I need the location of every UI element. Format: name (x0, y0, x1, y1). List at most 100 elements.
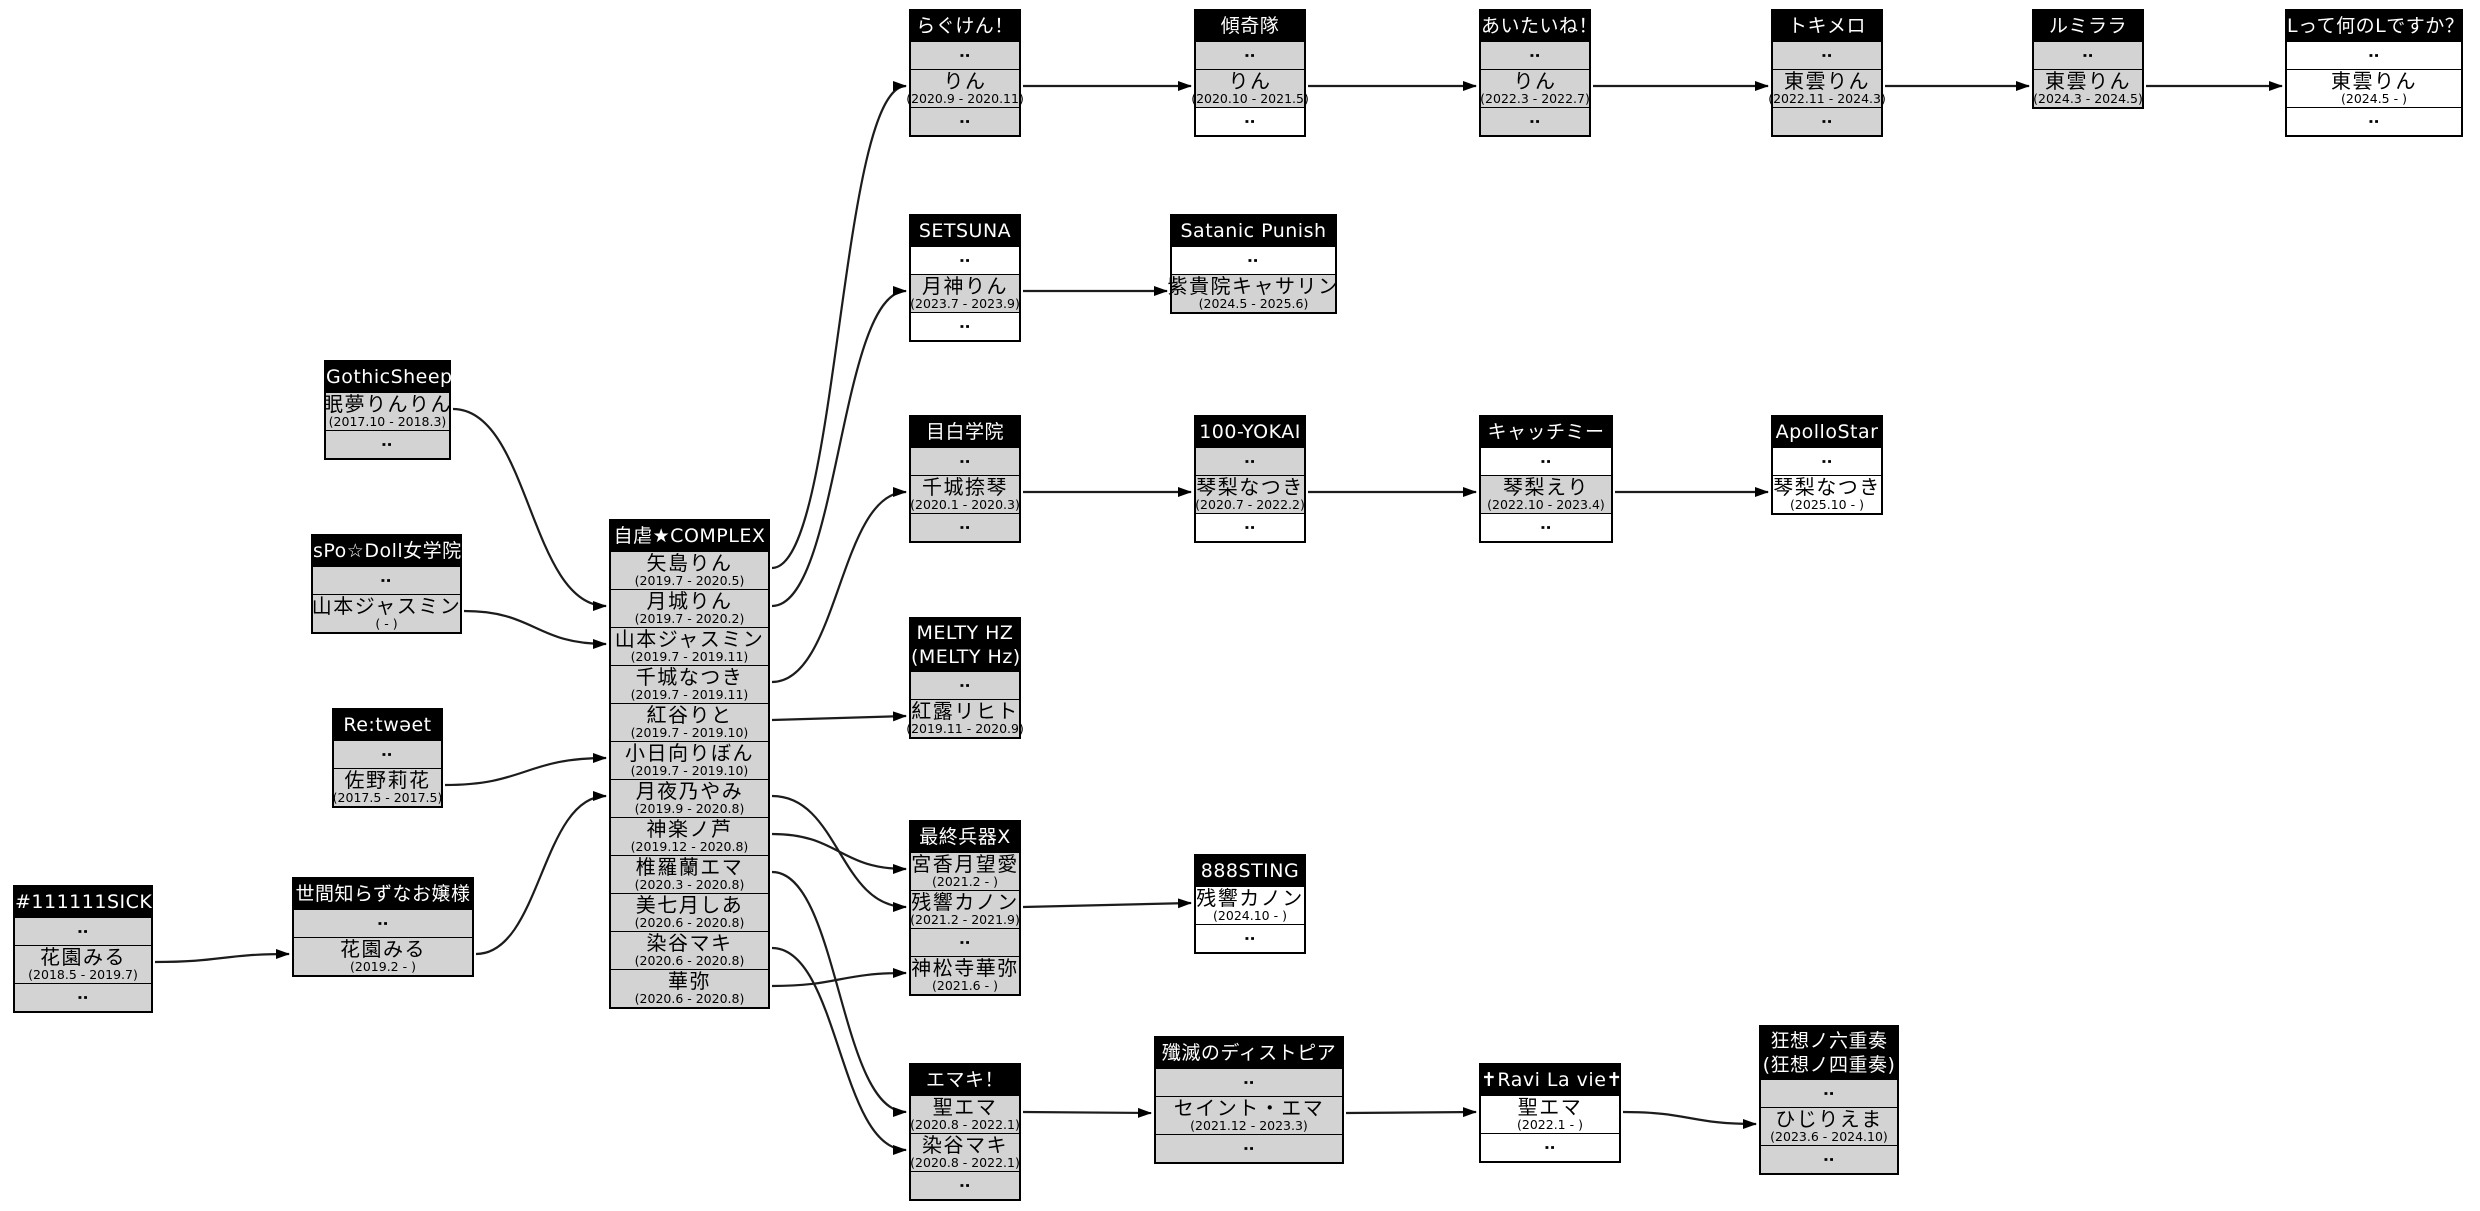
edge-emaki-to-senmetsu (1022, 1107, 1152, 1118)
member-name: りん (1513, 69, 1557, 93)
group-title-line: SETSUNA (918, 220, 1012, 242)
group-header: トキメロ (1773, 11, 1881, 41)
member-name: りん (1228, 69, 1272, 93)
group-header: ✝Ravi La vie✝ (1481, 1065, 1622, 1095)
dots-row: : (911, 1171, 1019, 1199)
member-dates: (2020.3 - 2020.8) (634, 877, 745, 892)
vertical-ellipsis: : (956, 257, 974, 264)
group-title-line: GothicSheep (326, 366, 453, 388)
member-dates: (2019.7 - 2020.5) (634, 573, 745, 588)
edge-jigyaku-to-emaki (771, 946, 907, 1155)
dots-row: : (2287, 107, 2461, 135)
dots-row: : (1156, 1134, 1342, 1162)
member-row: 千城なつき(2019.7 - 2019.11) (611, 665, 768, 703)
vertical-ellipsis: : (956, 682, 974, 689)
edge-saishu-to-sting888 (1022, 898, 1192, 909)
member-row: 月神りん(2023.7 - 2023.9) (910, 274, 1020, 312)
vertical-ellipsis: : (1526, 118, 1544, 125)
group-title-line: (MELTY Hz) (911, 646, 1021, 668)
member-dates: (2020.1 - 2020.3) (910, 497, 1020, 512)
group-header: GothicSheep (326, 362, 453, 392)
member-dates: (2021.2 - ) (932, 874, 998, 889)
dots-row: : (1761, 1079, 1897, 1107)
member-dates: (2023.6 - 2024.10) (1770, 1129, 1888, 1144)
dots-row: : (2287, 41, 2461, 69)
edge-jigyaku-to-melty (771, 711, 907, 722)
member-name: 小日向りぼん (625, 741, 754, 765)
dots-row: : (1481, 107, 1589, 135)
group-header: あいたいね！ (1481, 11, 1598, 41)
member-name: 佐野莉花 (344, 768, 431, 792)
member-dates: (2019.12 - 2020.8) (630, 839, 749, 854)
group-title-line: 目白学院 (925, 421, 1004, 443)
member-dates: (2021.6 - ) (932, 978, 998, 993)
member-row: セイント・エマ(2021.12 - 2023.3) (1156, 1096, 1342, 1134)
vertical-ellipsis: : (1820, 1090, 1838, 1097)
member-name: 山本ジャスミン (311, 594, 462, 618)
member-row: 千城捺琴(2020.1 - 2020.3) (910, 475, 1020, 513)
edge-jigyaku-to-saishu (771, 832, 907, 874)
edge-retweet-to-jigyaku (444, 753, 607, 787)
group-header: 殲滅のディストピア (1156, 1038, 1342, 1068)
dots-row: : (1196, 107, 1304, 135)
edge-spodoll-to-jigyaku (463, 609, 607, 649)
group-title-line: #111111SICK (15, 891, 153, 913)
dots-row: : (1773, 447, 1881, 475)
vertical-ellipsis: : (1241, 524, 1259, 531)
vertical-ellipsis: : (377, 577, 396, 584)
member-dates: (2020.7 - 2022.2) (1195, 497, 1305, 512)
member-name: 宮香月望愛 (911, 852, 1019, 876)
group-header: Satanic Punish (1172, 216, 1335, 246)
group-node-satanic: Satanic Punish:紫貴院キャサリン(2024.5 - 2025.6) (1168, 214, 1338, 314)
vertical-ellipsis: : (1818, 118, 1836, 125)
dots-row: : (15, 983, 151, 1011)
member-name: 染谷マキ (922, 1133, 1008, 1157)
vertical-ellipsis: : (1244, 257, 1263, 264)
member-name: 神楽ノ芦 (646, 817, 733, 841)
dots-row: : (911, 41, 1019, 69)
member-dates: ( - ) (375, 616, 398, 631)
group-header: 最終兵器X (911, 822, 1019, 852)
vertical-ellipsis: : (74, 928, 92, 935)
member-dates: (2022.1 - ) (1517, 1117, 1583, 1132)
member-row: 花園みる(2018.5 - 2019.7) (15, 945, 151, 983)
member-name: 華弥 (668, 969, 711, 993)
dots-row: : (911, 671, 1019, 699)
member-name: 月神りん (922, 274, 1008, 298)
edge-sick111111-to-sekenshirazu (154, 949, 290, 964)
member-row: 聖エマ(2022.1 - ) (1481, 1095, 1619, 1133)
member-name: 染谷マキ (646, 931, 733, 955)
edge-jigyaku-to-mejiro (771, 487, 907, 684)
member-name: 椎羅蘭エマ (635, 855, 744, 879)
member-dates: (2020.8 - 2022.1) (910, 1155, 1020, 1170)
vertical-ellipsis: : (1241, 458, 1259, 465)
member-name: 東雲りん (2331, 69, 2417, 93)
group-title-line: トキメロ (1787, 15, 1866, 37)
group-header: ApolloStar (1773, 417, 1881, 447)
member-row: 眠夢りんりん(2017.10 - 2018.3) (323, 392, 451, 430)
member-dates: (2025.10 - ) (1790, 497, 1864, 512)
vertical-ellipsis: : (956, 52, 974, 59)
group-title-line: らぐけん！ (916, 15, 1014, 37)
group-header: 傾奇隊 (1196, 11, 1304, 41)
vertical-ellipsis: : (956, 458, 974, 465)
vertical-ellipsis: : (1241, 118, 1259, 125)
member-dates: (2020.6 - 2020.8) (634, 991, 745, 1006)
group-title-line: ルミララ (2048, 15, 2127, 37)
edge-gothicsheep-to-jigyaku (452, 407, 607, 611)
member-row: 東雲りん(2024.5 - ) (2287, 69, 2461, 107)
dots-row: : (1761, 1145, 1897, 1173)
member-dates: (2020.6 - 2020.8) (634, 915, 745, 930)
group-header: 888STING (1196, 856, 1304, 886)
group-title-line: sPo☆Doll女学院 (313, 540, 462, 562)
dots-row: : (1156, 1068, 1342, 1096)
member-dates: (2024.3 - 2024.5) (2033, 91, 2143, 106)
member-row: 神松寺華弥(2021.6 - ) (911, 956, 1019, 994)
member-dates: (2023.7 - 2023.9) (910, 296, 1020, 311)
vertical-ellipsis: : (1541, 1144, 1559, 1151)
dots-row: : (1481, 1133, 1619, 1161)
group-node-melty: MELTY HZ(MELTY Hz):紅露リヒト(2019.11 - 2020.… (906, 617, 1024, 739)
group-node-lumirara: ルミララ:東雲りん(2024.3 - 2024.5) (2032, 9, 2144, 109)
member-name: 残響カノン (1196, 886, 1304, 910)
